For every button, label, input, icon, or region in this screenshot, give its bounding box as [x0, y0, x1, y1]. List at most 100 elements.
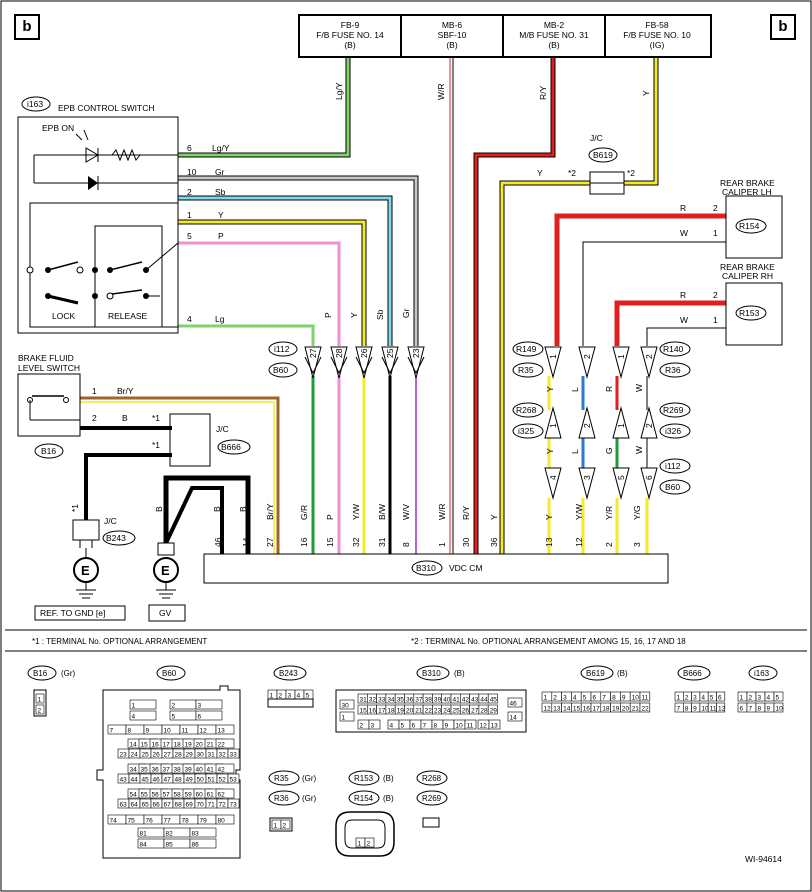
b60-pin-27: 27	[164, 752, 172, 759]
pin-cell	[227, 773, 240, 784]
b310r2-pin-15: 15	[360, 708, 368, 715]
b310r1-pin-33: 33	[378, 697, 386, 704]
bf-wire-1: Br/Y	[117, 386, 134, 396]
pin-cell	[773, 702, 784, 713]
r153-inner	[344, 819, 386, 849]
b60-pin-49: 49	[186, 777, 194, 784]
left-conn-bottom: B60	[273, 365, 288, 375]
b666r1-pin-6: 6	[718, 695, 722, 702]
b243-housing	[267, 698, 314, 708]
vdc-pin-12: 12	[574, 537, 584, 547]
r153-pin-1: 1	[358, 841, 362, 848]
b619-wire-left: Y	[537, 168, 543, 178]
view-b16: B16	[33, 669, 48, 678]
b619r1-pin-1: 1	[544, 695, 548, 702]
vdc-wire-13: Y	[544, 514, 554, 520]
view-b243-oval	[273, 665, 307, 681]
connector-pin-triangle	[544, 406, 562, 439]
epb-wire-5: P	[218, 231, 224, 241]
vdc-wire-27: Br/Y	[265, 503, 275, 520]
connector-pin-triangle	[355, 346, 373, 379]
view-r268-oval	[416, 770, 448, 786]
pin-cell	[488, 719, 501, 730]
b60-pin-50: 50	[197, 777, 205, 784]
b60-pin-35: 35	[141, 767, 149, 774]
b243-pin-3: 3	[288, 693, 292, 700]
caliper-rh-title-2: CALIPER RH	[722, 271, 773, 281]
b60-pin-68: 68	[175, 802, 183, 809]
b310r2-pin-23: 23	[434, 708, 442, 715]
vdc-wire-2: Y/R	[604, 506, 614, 520]
b60-pin-28: 28	[175, 752, 183, 759]
pin-cell	[507, 697, 523, 708]
r35-pin-2: 2	[283, 823, 287, 830]
b60-pin-70: 70	[197, 802, 205, 809]
vdc-pin-27: 27	[265, 537, 275, 547]
b60-pin-13: 13	[218, 728, 226, 735]
ground-ref-1: REF. TO GND [e]	[40, 608, 105, 618]
rh-wire-w: W	[680, 315, 688, 325]
b60-pin-39: 39	[185, 767, 193, 774]
b310x-pin-12: 12	[480, 723, 488, 730]
epb-pin-5: 5	[187, 231, 192, 241]
connector-pin-triangle	[381, 346, 399, 379]
b60-pin-53: 53	[230, 777, 238, 784]
b619r2-pin-20: 20	[622, 706, 630, 713]
pin-cell	[773, 691, 784, 702]
b60-pin-41: 41	[207, 767, 215, 774]
right-pin-r2-1: 1	[616, 423, 626, 428]
pin-cell	[215, 814, 235, 825]
view-b666: B666	[683, 669, 702, 678]
b310r3-pin-5: 5	[401, 723, 405, 730]
connector-pin-triangle	[640, 406, 658, 439]
release-label: RELEASE	[108, 311, 148, 321]
r153-pin-2: 2	[367, 841, 371, 848]
lh-wire-r: R	[680, 203, 686, 213]
ground-wire-b3: B	[238, 506, 248, 512]
b666-mark-2: *1	[152, 440, 160, 450]
b619-mark-left: *2	[568, 168, 576, 178]
connector-pin-triangle	[544, 467, 562, 500]
view-r153: R153	[354, 774, 374, 783]
b60-pin-62: 62	[218, 792, 226, 799]
pin-cell	[716, 702, 726, 713]
vdc-pin-31: 31	[377, 537, 387, 547]
b310r1-pin-35: 35	[397, 697, 405, 704]
view-r154-color: (B)	[383, 794, 394, 803]
b60-pin-43: 43	[120, 777, 128, 784]
i163r2-pin-6: 6	[740, 706, 744, 713]
b60-pin-26: 26	[153, 752, 161, 759]
b60-pin-44: 44	[131, 777, 139, 784]
brake-fluid-switch	[17, 373, 81, 437]
b310r1-pin-43: 43	[471, 697, 479, 704]
b243-mark: *1	[70, 504, 80, 512]
rwire-l3: G	[604, 447, 614, 454]
vdc-connector: B310	[416, 563, 436, 573]
b60-pin-54: 54	[130, 792, 138, 799]
b60-pin-25: 25	[142, 752, 150, 759]
b60-pin-67: 67	[164, 802, 172, 809]
b60-pin-55: 55	[141, 792, 149, 799]
b60-pin-45: 45	[142, 777, 150, 784]
b60-pin-34: 34	[130, 767, 138, 774]
connector-pin-triangle	[578, 467, 596, 500]
i163r1-pin-1: 1	[740, 695, 744, 702]
b60-pin-52: 52	[219, 777, 227, 784]
b60-pin-57: 57	[163, 792, 171, 799]
r269-label: R269	[663, 405, 684, 415]
b619-label: J/C	[590, 133, 603, 143]
b310l0-pin-30: 30	[342, 703, 350, 710]
b666-mark-1: *1	[152, 413, 160, 423]
rwire-u1: Y	[545, 386, 555, 392]
b60-pin-8: 8	[128, 728, 132, 735]
vdc-pin-13: 13	[544, 537, 554, 547]
b310r1-pin-40: 40	[443, 697, 451, 704]
bf-pin-1: 1	[92, 386, 97, 396]
brake-fluid-connector: B16	[41, 446, 56, 456]
b60-pin-38: 38	[174, 767, 182, 774]
pin-cell	[129, 710, 157, 721]
b310r2-pin-26: 26	[462, 708, 470, 715]
labels: Lg/Y W/R R/Y Y i163 EPB CONTROL SWITCH E…	[18, 82, 775, 618]
